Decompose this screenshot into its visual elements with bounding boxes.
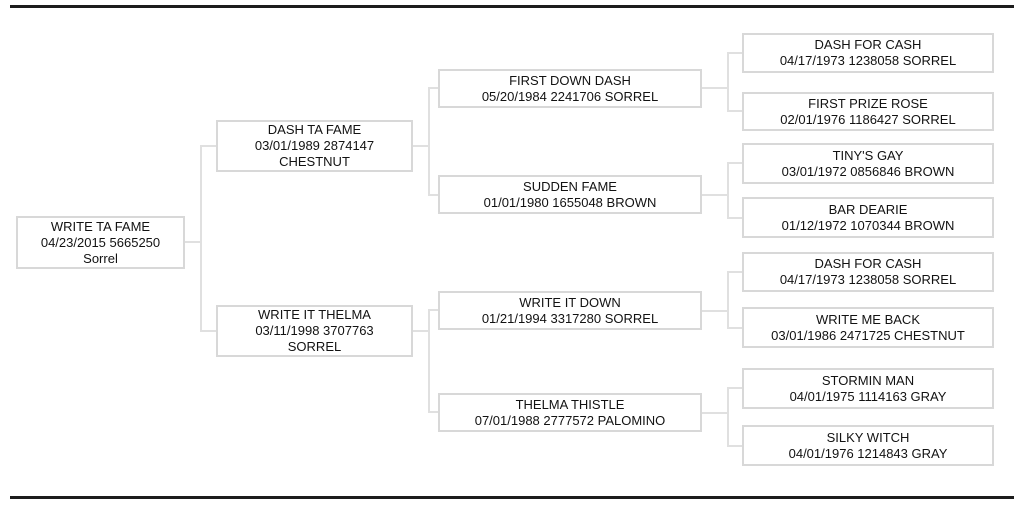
pedigree-node-dam-sire-sire: DASH FOR CASH 04/17/1973 1238058 SORREL — [742, 252, 994, 292]
horse-info: 04/17/1973 1238058 SORREL — [779, 53, 957, 68]
pedigree-node-sire-dam: SUDDEN FAME 01/01/1980 1655048 BROWN — [438, 175, 702, 214]
connector-line — [428, 87, 430, 196]
horse-name: SUDDEN FAME — [523, 178, 617, 194]
horse-name: WRITE TA FAME — [50, 218, 151, 234]
connector-line — [727, 217, 742, 219]
horse-name: STORMIN MAN — [821, 372, 915, 388]
connector-line — [200, 145, 216, 147]
horse-name: THELMA THISTLE — [515, 396, 625, 412]
pedigree-node-dam-dam-dam: SILKY WITCH 04/01/1976 1214843 GRAY — [742, 425, 994, 466]
connector-line — [702, 310, 729, 312]
connector-line — [727, 52, 729, 112]
pedigree-node-sire-sire-dam: FIRST PRIZE ROSE 02/01/1976 1186427 SORR… — [742, 92, 994, 131]
connector-line — [702, 194, 729, 196]
bottom-rule — [10, 496, 1014, 499]
horse-coat: CHESTNUT — [279, 154, 350, 169]
horse-name: FIRST PRIZE ROSE — [808, 95, 928, 111]
horse-name: TINY'S GAY — [832, 147, 904, 163]
horse-name: BAR DEARIE — [828, 201, 908, 217]
connector-line — [727, 387, 742, 389]
connector-line — [185, 241, 202, 243]
horse-info: 02/01/1976 1186427 SORREL — [780, 111, 956, 127]
connector-line — [702, 87, 729, 89]
horse-info: 01/01/1980 1655048 BROWN — [483, 194, 657, 210]
connector-line — [200, 330, 216, 332]
horse-info: 01/12/1972 1070344 BROWN — [781, 217, 955, 233]
connector-line — [428, 309, 438, 311]
pedigree-node-sire: DASH TA FAME 03/01/1989 2874147 CHESTNUT — [216, 120, 413, 172]
pedigree-node-sire-dam-sire: TINY'S GAY 03/01/1972 0856846 BROWN — [742, 143, 994, 184]
connector-line — [727, 271, 729, 329]
horse-name: WRITE ME BACK — [815, 311, 920, 327]
horse-info: 03/01/1972 0856846 BROWN — [781, 163, 955, 179]
horse-name: WRITE IT THELMA — [258, 307, 371, 322]
horse-name: DASH FOR CASH — [814, 256, 922, 271]
connector-line — [727, 162, 742, 164]
top-rule — [10, 5, 1014, 8]
pedigree-node-dam-sire: WRITE IT DOWN 01/21/1994 3317280 SORREL — [438, 291, 702, 330]
horse-name: DASH FOR CASH — [814, 37, 922, 52]
pedigree-node-sire-sire-sire: DASH FOR CASH 04/17/1973 1238058 SORREL — [742, 33, 994, 73]
horse-info: 04/01/1975 1114163 GRAY — [789, 388, 947, 404]
connector-line — [428, 87, 438, 89]
horse-name: WRITE IT DOWN — [519, 294, 621, 310]
horse-info: 01/21/1994 3317280 SORREL — [481, 310, 659, 326]
horse-info: 03/01/1986 2471725 CHESTNUT — [771, 327, 965, 343]
connector-line — [702, 412, 729, 414]
connector-line — [727, 52, 742, 54]
connector-line — [727, 327, 742, 329]
pedigree-node-dam-sire-dam: WRITE ME BACK 03/01/1986 2471725 CHESTNU… — [742, 307, 994, 348]
connector-line — [727, 110, 742, 112]
horse-info: 03/01/1989 2874147 — [254, 138, 375, 153]
connector-line — [200, 145, 202, 332]
connector-line — [413, 330, 430, 332]
horse-info: 04/23/2015 5665250 — [40, 234, 161, 250]
horse-name: FIRST DOWN DASH — [509, 72, 631, 88]
connector-line — [727, 162, 729, 219]
connector-line — [428, 194, 438, 196]
horse-name: DASH TA FAME — [267, 122, 362, 137]
horse-info: 07/01/1988 2777572 PALOMINO — [474, 412, 666, 428]
pedigree-node-dam-dam: THELMA THISTLE 07/01/1988 2777572 PALOMI… — [438, 393, 702, 432]
horse-info: 04/01/1976 1214843 GRAY — [788, 445, 948, 461]
pedigree-node-sire-sire: FIRST DOWN DASH 05/20/1984 2241706 SORRE… — [438, 69, 702, 108]
connector-line — [727, 445, 742, 447]
horse-info: 04/17/1973 1238058 SORREL — [779, 272, 957, 287]
horse-info: 05/20/1984 2241706 SORREL — [481, 88, 659, 104]
connector-line — [727, 271, 742, 273]
pedigree-node-root: WRITE TA FAME 04/23/2015 5665250 Sorrel — [16, 216, 185, 269]
pedigree-node-dam: WRITE IT THELMA 03/11/1998 3707763 SORRE… — [216, 305, 413, 357]
connector-line — [727, 387, 729, 447]
pedigree-node-sire-dam-dam: BAR DEARIE 01/12/1972 1070344 BROWN — [742, 197, 994, 238]
horse-name: SILKY WITCH — [826, 429, 910, 445]
connector-line — [428, 309, 430, 413]
horse-coat: Sorrel — [83, 250, 118, 266]
connector-line — [428, 411, 438, 413]
horse-info: 03/11/1998 3707763 — [255, 323, 374, 338]
pedigree-node-dam-dam-sire: STORMIN MAN 04/01/1975 1114163 GRAY — [742, 368, 994, 409]
connector-line — [413, 145, 430, 147]
horse-coat: SORREL — [287, 339, 342, 354]
